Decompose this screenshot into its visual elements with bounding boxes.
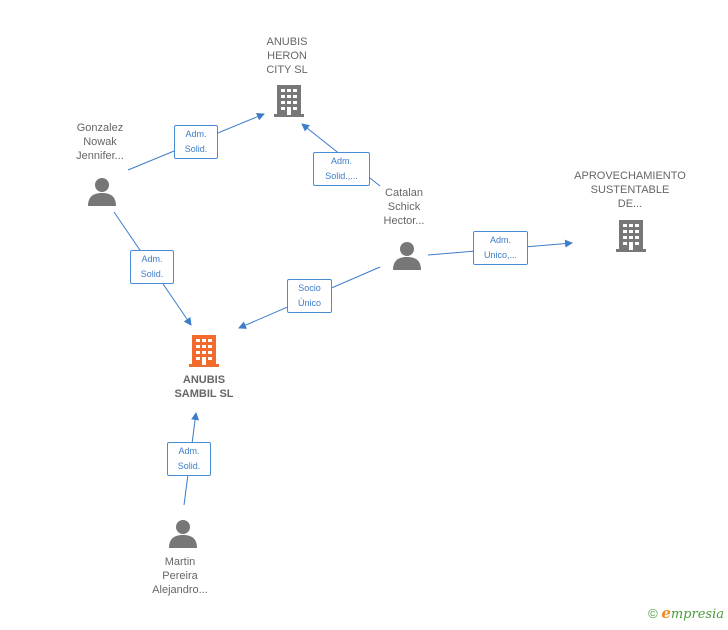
edge-label-catalan-sambil[interactable]: Socio Único [287, 279, 332, 313]
edge-label-catalan-heron[interactable]: Adm. Solid.,... [313, 152, 370, 186]
person-icon[interactable] [168, 518, 198, 548]
building-icon[interactable] [273, 84, 305, 118]
node-label-gonzalez[interactable]: Gonzalez Nowak Jennifer... [76, 122, 124, 162]
node-label-martin[interactable]: Martin Pereira Alejandro... [152, 556, 208, 596]
node-label-anubis-heron[interactable]: ANUBIS HERON CITY SL [266, 36, 308, 76]
edge-label-catalan-aprov[interactable]: Adm. Unico,... [473, 231, 528, 265]
edge-label-martin-sambil[interactable]: Adm. Solid. [167, 442, 211, 476]
brand-name: empresia [661, 604, 724, 622]
node-label-anubis-sambil[interactable]: ANUBIS SAMBIL SL [174, 374, 234, 400]
edge-label-gonzalez-sambil[interactable]: Adm. Solid. [130, 250, 174, 284]
person-icon[interactable] [87, 176, 117, 206]
empresia-logo: © empresia [648, 604, 724, 622]
building-icon[interactable] [188, 334, 220, 368]
node-label-aprovechamiento[interactable]: APROVECHAMIENTO SUSTENTABLE DE... [574, 170, 686, 210]
node-label-catalan[interactable]: Catalan Schick Hector... [383, 187, 425, 227]
building-icon[interactable] [615, 219, 647, 253]
copyright-symbol: © [648, 606, 658, 621]
edge-label-gonzalez-heron[interactable]: Adm. Solid. [174, 125, 218, 159]
person-icon[interactable] [392, 240, 422, 270]
